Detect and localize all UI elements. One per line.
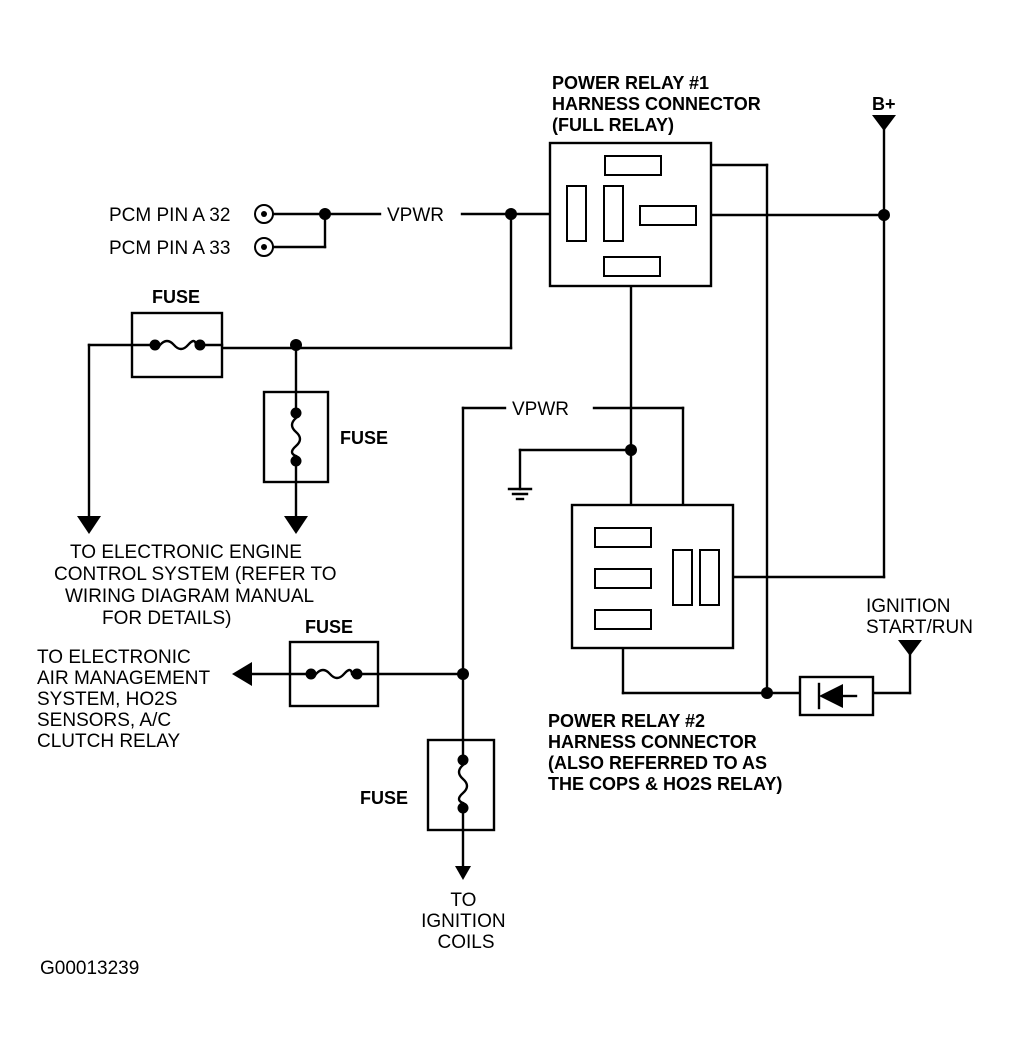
coils-destination-label: TO IGNITION COILS	[421, 890, 511, 953]
relay-1-label: POWER RELAY #1 HARNESS CONNECTOR (FULL R…	[552, 73, 766, 135]
diode-icon	[798, 675, 875, 717]
b-plus-label: B+	[872, 94, 896, 114]
wires	[87, 126, 912, 870]
pcm-pin-a33-label: PCM PIN A 33	[109, 238, 230, 259]
fuse-top-symbol	[130, 311, 224, 379]
fuse-right-symbol	[262, 390, 330, 484]
ignition-arrow-icon	[898, 640, 922, 656]
power-relay-1-connector	[548, 141, 713, 288]
air-destination-label: TO ELECTRONIC AIR MANAGEMENT SYSTEM, HO2…	[37, 647, 215, 752]
splice-dots	[290, 208, 890, 699]
vpwr-top-label: VPWR	[387, 205, 444, 226]
pcm-pin-a32-label: PCM PIN A 32	[109, 205, 230, 226]
fuse-mid-symbol	[288, 640, 380, 708]
relay-2-label: POWER RELAY #2 HARNESS CONNECTOR (ALSO R…	[548, 711, 782, 794]
eec-arrow-icon	[77, 516, 101, 534]
b-plus-arrow-icon	[872, 115, 896, 131]
fuse-bottom-label: FUSE	[360, 788, 408, 808]
fuse-mid-label: FUSE	[305, 617, 353, 637]
power-relay-2-connector	[570, 503, 735, 650]
eec-destination-label: TO ELECTRONIC ENGINE CONTROL SYSTEM (REF…	[54, 542, 342, 629]
ignition-label: IGNITION START/RUN	[866, 596, 973, 638]
pcm-pin-a33-terminal	[254, 237, 274, 257]
pcm-pin-a32-terminal	[254, 204, 274, 224]
vpwr-mid-label: VPWR	[512, 399, 569, 420]
arrows	[77, 115, 922, 880]
figure-id-label: G00013239	[40, 958, 139, 979]
fuse-right-label: FUSE	[340, 428, 388, 448]
coils-arrow-icon	[455, 866, 471, 880]
fuse-top-label: FUSE	[152, 287, 200, 307]
ground-icon	[507, 487, 533, 501]
fuse-right-arrow-icon	[284, 516, 308, 534]
text-labels: PCM PIN A 32 PCM PIN A 33 VPWR VPWR B+ F…	[37, 73, 973, 979]
air-arrow-icon	[232, 662, 252, 686]
fuse-bottom-symbol	[426, 738, 496, 832]
